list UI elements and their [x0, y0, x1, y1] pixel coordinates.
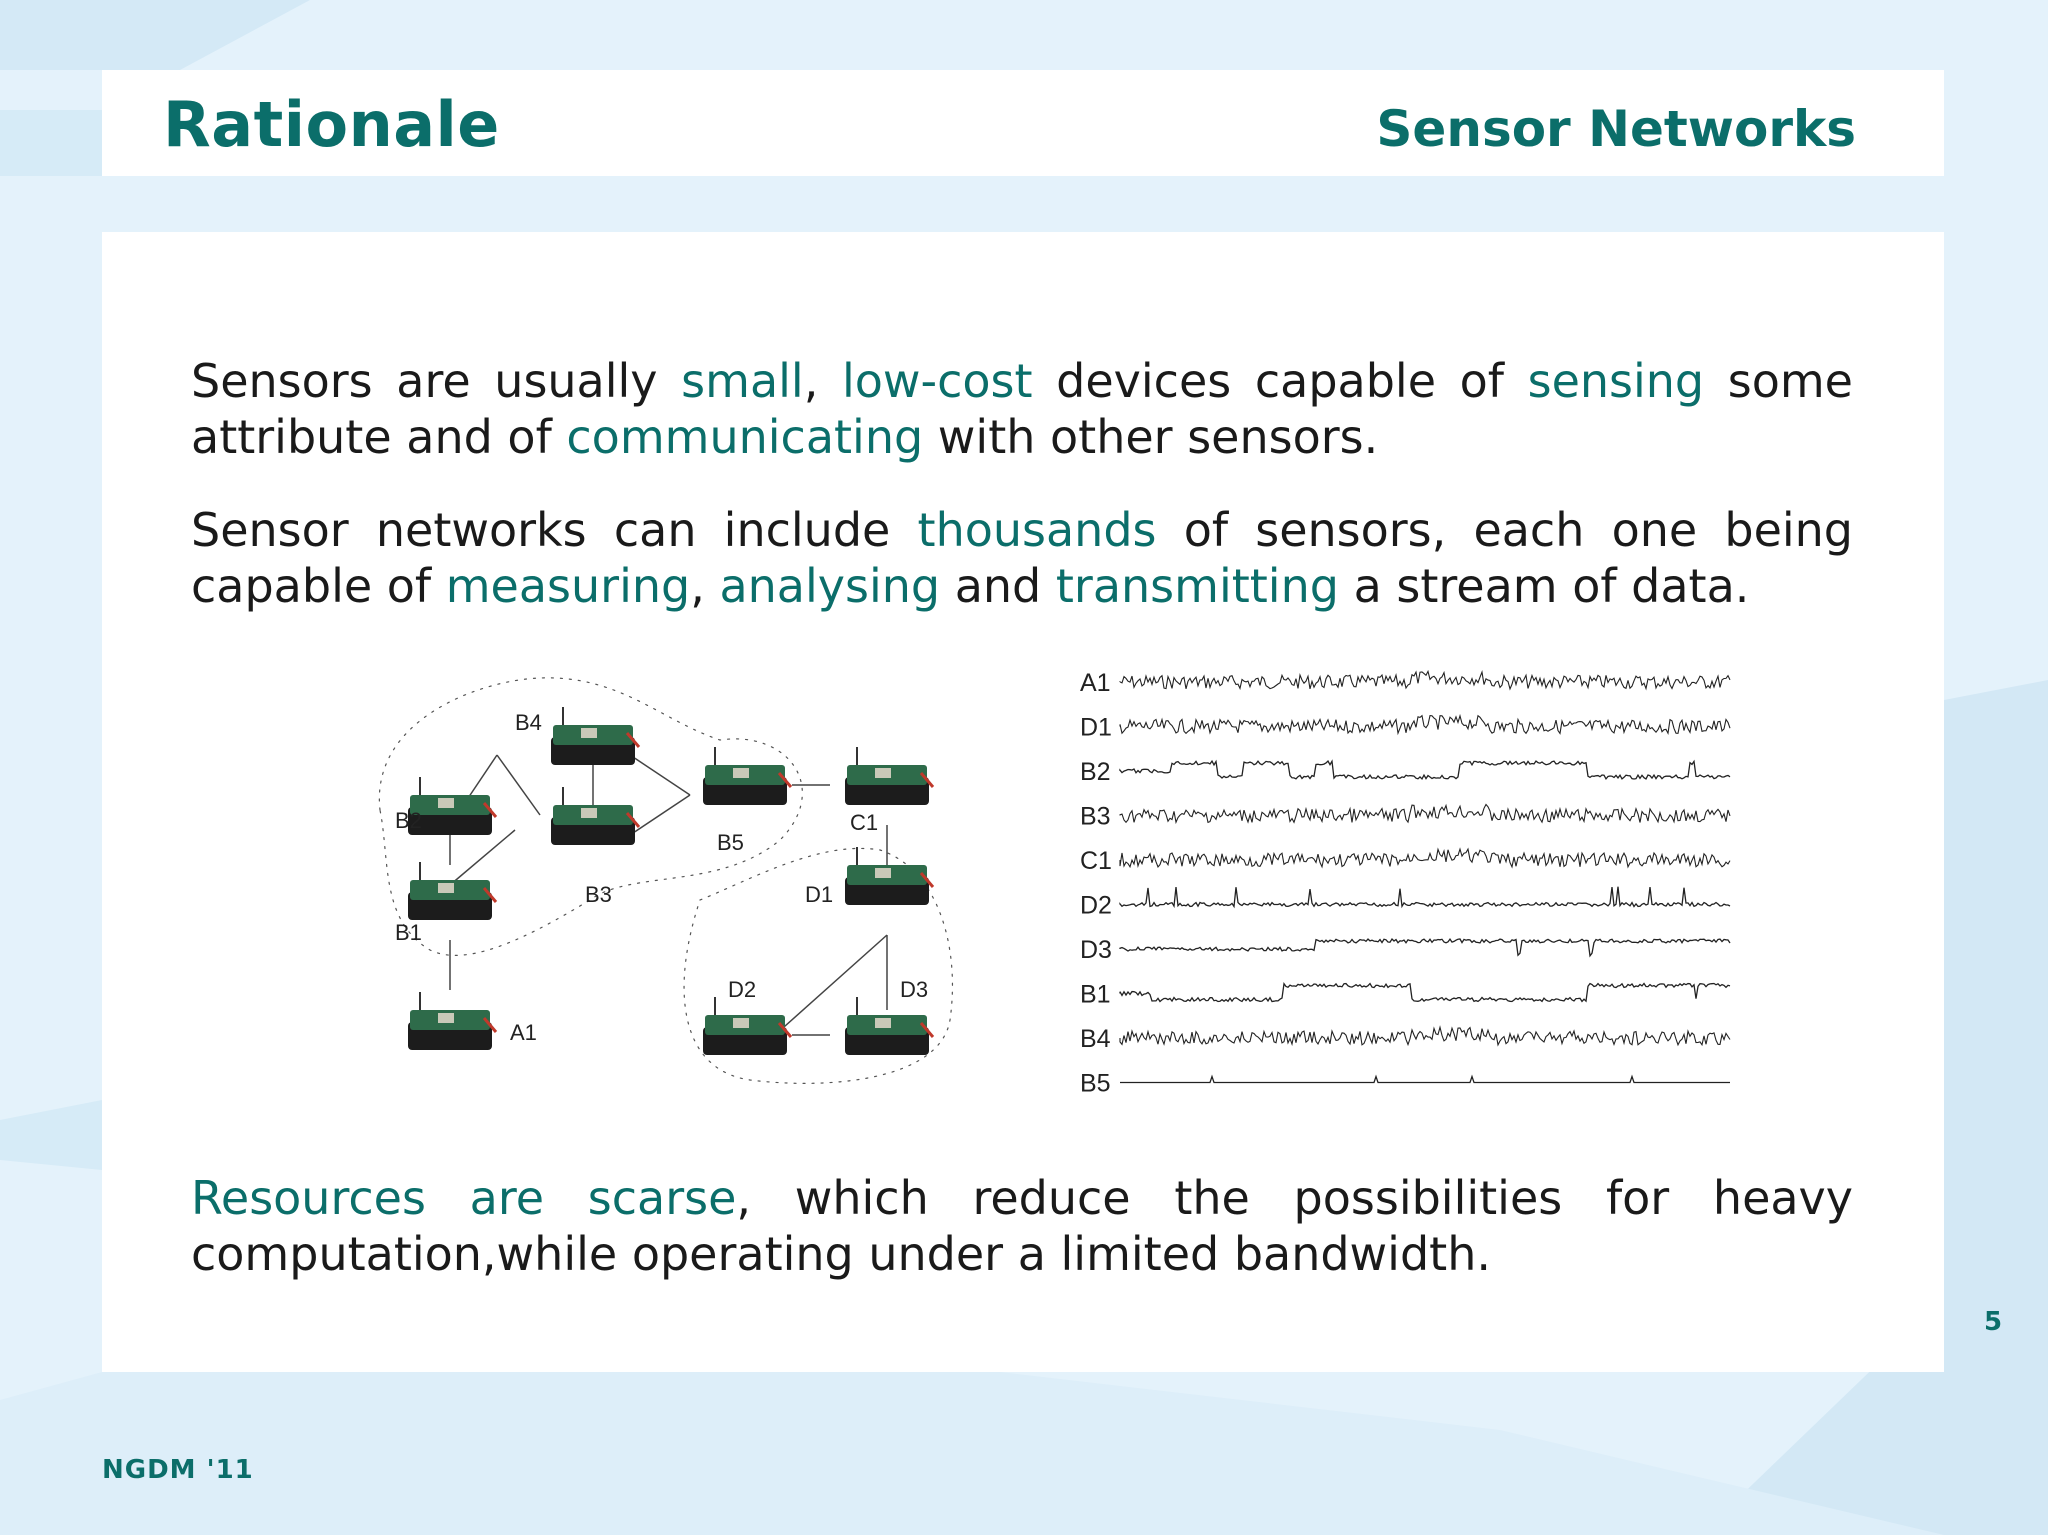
node-label: B5: [717, 830, 744, 855]
sensor-node: D2: [703, 977, 793, 1055]
highlighted-term: low-cost: [841, 354, 1033, 408]
channel-label: A1: [1080, 669, 1111, 697]
highlighted-term: thousands: [917, 503, 1157, 557]
channel-label: B5: [1080, 1070, 1111, 1098]
highlighted-term: communicating: [566, 410, 924, 464]
text-run: of sensors, each one being capable of: [191, 503, 1854, 613]
sensor-node: C1: [845, 747, 935, 835]
sensor-node: B1: [395, 862, 498, 945]
slide-header: [102, 70, 1944, 176]
slide-title: Rationale: [163, 88, 500, 161]
conference-label: NGDM '11: [102, 1455, 254, 1485]
text-run: some attribute and of: [191, 354, 1853, 464]
text-run: ,: [690, 559, 720, 613]
signal-trace: [1120, 1074, 1730, 1084]
node-label: B4: [515, 710, 542, 735]
section-title: Sensor Networks: [1376, 100, 1856, 158]
text-run: devices capable of: [1032, 354, 1528, 408]
signal-trace: [1119, 759, 1731, 781]
channel-label: D1: [1080, 714, 1112, 742]
sensor-node: B2: [395, 777, 498, 835]
node-label: B2: [395, 808, 422, 833]
signal-trace: [1119, 803, 1731, 825]
channel-label: B4: [1080, 1025, 1111, 1053]
node-label: A1: [510, 1020, 537, 1045]
signal-trace: [1119, 937, 1731, 958]
node-label: D1: [805, 882, 833, 907]
signal-trace: [1119, 886, 1731, 909]
highlighted-term: Resources are scarse: [191, 1171, 737, 1225]
signal-trace: [1119, 847, 1731, 869]
highlighted-term: small: [681, 354, 804, 408]
text-run: Sensors are usually: [191, 354, 682, 408]
paragraph-sensors: Sensors are usually small, low-cost devi…: [191, 353, 1853, 465]
sensor-node: B4: [515, 707, 641, 765]
paragraph-networks: Sensor networks can include thousands of…: [191, 502, 1853, 614]
channel-label: C1: [1080, 847, 1112, 875]
sensor-node: B3: [551, 787, 641, 907]
channel-label: B3: [1080, 803, 1111, 831]
sensor-node: B5: [703, 747, 793, 855]
text-run: ,: [803, 354, 842, 408]
highlighted-term: transmitting: [1055, 559, 1339, 613]
node-label: B3: [585, 882, 612, 907]
signal-trace: [1119, 981, 1731, 1003]
channel-label: B2: [1080, 758, 1111, 786]
node-label: C1: [850, 810, 878, 835]
highlighted-term: measuring: [445, 559, 691, 613]
cluster-boundaries: [378, 677, 953, 1084]
sensor-node: D1: [805, 847, 935, 907]
sensor-node: D3: [845, 977, 935, 1055]
content-panel: [102, 232, 1944, 1372]
paragraph-resources: Resources are scarse, which reduce the p…: [191, 1170, 1853, 1282]
node-label: B1: [395, 920, 422, 945]
signal-trace: [1119, 713, 1731, 736]
text-run: with other sensors.: [923, 410, 1379, 464]
sensor-node: A1: [408, 992, 537, 1050]
signal-trace: [1119, 669, 1731, 691]
channel-label: B1: [1080, 981, 1111, 1009]
page-number: 5: [1984, 1307, 2003, 1337]
channel-label: D3: [1080, 936, 1112, 964]
highlighted-term: analysing: [719, 559, 941, 613]
channel-label: D2: [1080, 892, 1112, 920]
text-run: Sensor networks can include: [191, 503, 918, 557]
highlighted-term: sensing: [1527, 354, 1705, 408]
node-label: D2: [728, 977, 756, 1002]
text-run: a stream of data.: [1338, 559, 1750, 613]
text-run: , which reduce the possibilities for hea…: [191, 1171, 1853, 1281]
node-label: D3: [900, 977, 928, 1002]
text-run: and: [940, 559, 1056, 613]
signal-trace: [1119, 1025, 1731, 1047]
